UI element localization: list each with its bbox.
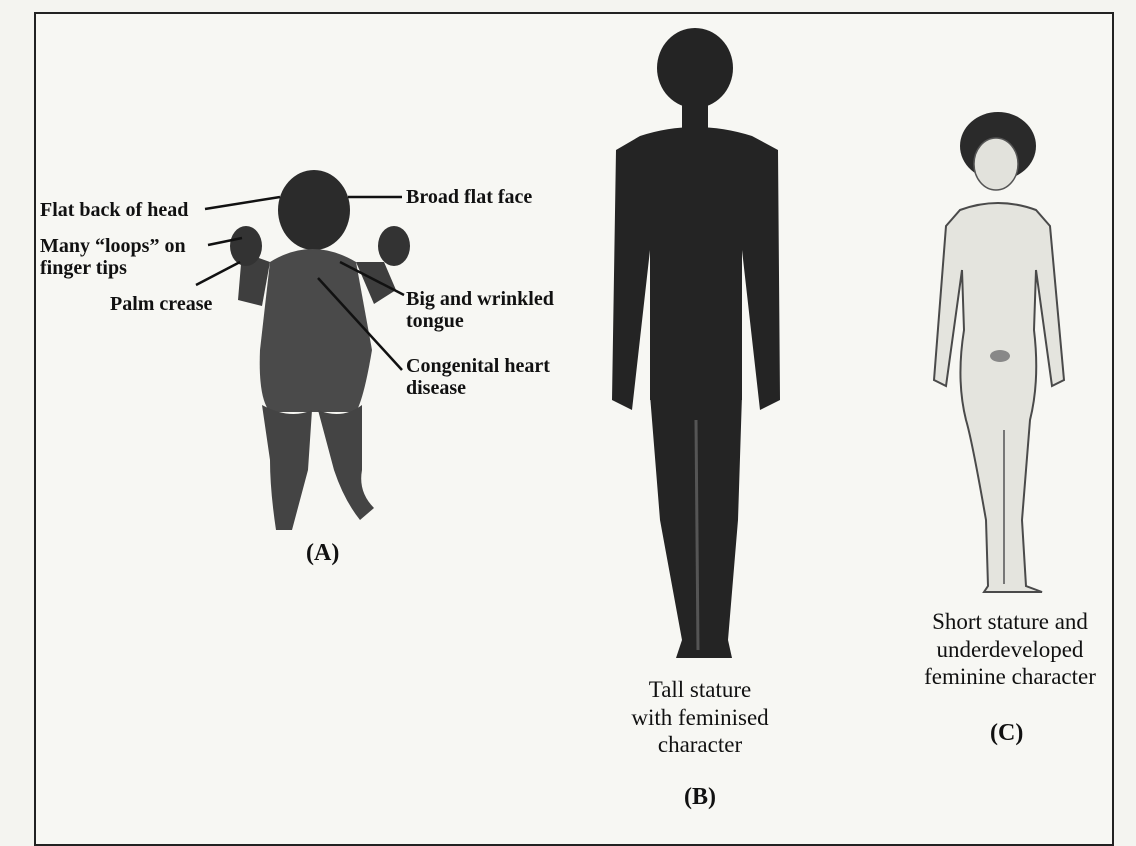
figure-b-caption-line2: with feminised bbox=[600, 704, 800, 732]
label-broad-flat-face: Broad flat face bbox=[406, 186, 532, 208]
label-flat-back-of-head: Flat back of head bbox=[40, 199, 188, 221]
label-many-loops-line2: finger tips bbox=[40, 257, 186, 279]
figure-a-letter: (A) bbox=[306, 540, 339, 567]
label-palm-crease: Palm crease bbox=[110, 293, 212, 315]
tall-figure bbox=[612, 28, 780, 658]
figure-b-caption-line3: character bbox=[600, 731, 800, 759]
label-heart-line2: disease bbox=[406, 377, 550, 399]
page: Flat back of head Broad flat face Many “… bbox=[0, 0, 1136, 814]
label-many-loops: Many “loops” on finger tips bbox=[40, 235, 186, 280]
label-big-tongue-line1: Big and wrinkled bbox=[406, 288, 554, 310]
figure-b-caption-line1: Tall stature bbox=[600, 676, 800, 704]
label-big-tongue-line2: tongue bbox=[406, 310, 554, 332]
label-heart-line1: Congenital heart bbox=[406, 355, 550, 377]
figure-c-caption: Short stature and underdeveloped feminin… bbox=[900, 608, 1120, 691]
label-big-tongue: Big and wrinkled tongue bbox=[406, 288, 554, 333]
figure-c-caption-line2: underdeveloped bbox=[900, 636, 1120, 664]
illustration-canvas bbox=[0, 0, 1136, 814]
figure-c-caption-line3: feminine character bbox=[900, 663, 1120, 691]
figure-b-letter: (B) bbox=[684, 784, 716, 811]
label-heart-disease: Congenital heart disease bbox=[406, 355, 550, 400]
figure-c-letter: (C) bbox=[990, 720, 1023, 747]
figure-b-caption: Tall stature with feminised character bbox=[600, 676, 800, 759]
label-many-loops-line1: Many “loops” on bbox=[40, 235, 186, 257]
short-figure bbox=[934, 112, 1064, 592]
figure-c-caption-line1: Short stature and bbox=[900, 608, 1120, 636]
